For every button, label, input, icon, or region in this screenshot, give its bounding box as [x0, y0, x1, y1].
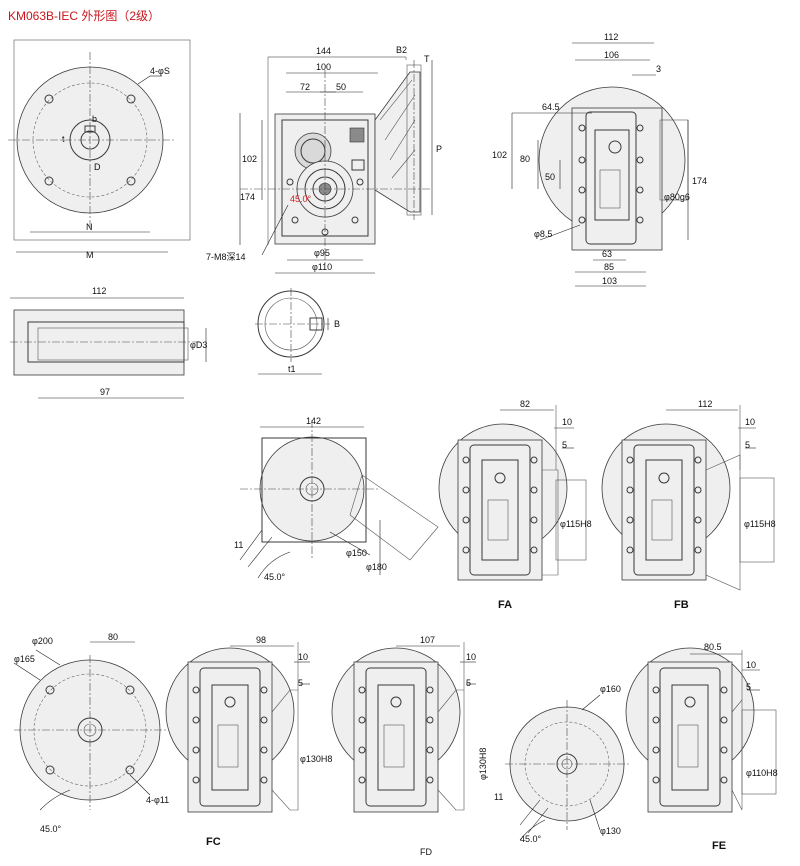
flange-dim-phi180: φ180 [366, 562, 387, 572]
fc-dim-10: 10 [298, 652, 308, 662]
fd-view: 107 10 5 φ130H8 FD [331, 635, 488, 857]
fc-plate-dim-phi165: φ165 [14, 654, 35, 664]
end-view: 112 106 3 64.5 102 80 50 174 φ80g6 φ8.5 … [492, 32, 707, 287]
fa-view: 82 10 5 φ115H8 FA [438, 399, 592, 611]
end-dim-85: 85 [604, 262, 614, 272]
fd-dim-107: 107 [420, 635, 435, 645]
fb-dim-5: 5 [745, 440, 750, 450]
side-dim-102: 102 [242, 154, 257, 164]
front-label-t: t [62, 134, 65, 144]
fe-plate-dim-phi160: φ160 [600, 684, 621, 694]
end-dim-3: 3 [656, 64, 661, 74]
fc-plate-angle-45: 45.0° [40, 824, 62, 834]
fc-view: 98 10 5 φ130H8 FC [165, 635, 332, 848]
side-dim-b2: B2 [396, 45, 407, 55]
fd-dim-5: 5 [466, 678, 471, 688]
fb-name: FB [674, 599, 689, 611]
end-dim-64-5: 64.5 [542, 102, 560, 112]
fa-dim-5: 5 [562, 440, 567, 450]
side-thread-label: 7-M8深14 [206, 252, 246, 262]
end-dim-112: 112 [604, 32, 618, 42]
shaft-dim-phid3: φD3 [190, 340, 207, 350]
drawing-title: KM063B-IEC 外形图（2级） [8, 9, 160, 23]
fc-plate-dim-80: 80 [108, 632, 118, 642]
side-dim-72: 72 [300, 82, 310, 92]
fe-dim-5: 5 [746, 682, 751, 692]
flange-dim-142: 142 [306, 416, 321, 426]
fb-view: 112 10 5 φ115H8 FB [601, 399, 776, 611]
flange-view: 142 11 φ150 45.0° φ180 [234, 416, 439, 582]
fe-plate-angle-45: 45.0° [520, 834, 542, 844]
front-label-d: D [94, 162, 101, 172]
fc-plate-view: φ200 80 φ165 4-φ11 45.0° [13, 632, 169, 834]
fd-dim-10: 10 [466, 652, 476, 662]
end-dim-phi80g6: φ80g6 [664, 192, 690, 202]
front-flange-view: 4-φS t b D N M [8, 39, 191, 260]
fe-dim-10: 10 [746, 660, 756, 670]
fe-name: FE [712, 840, 726, 852]
end-dim-50: 50 [545, 172, 555, 182]
fe-dim-80-5: 80.5 [704, 642, 722, 652]
side-view: 144 B2 T 100 72 50 102 174 P 45.0° 7-M8深… [206, 45, 442, 274]
fd-dim-phi130h8: φ130H8 [478, 748, 488, 780]
fc-dim-98: 98 [256, 635, 266, 645]
fe-view: 80.5 10 5 φ110H8 FE [625, 642, 778, 852]
fc-dim-phi130h8: φ130H8 [300, 754, 332, 764]
end-dim-106: 106 [604, 50, 619, 60]
fd-name: FD [420, 847, 432, 857]
fe-dim-phi110h8: φ110H8 [746, 768, 778, 778]
side-dim-174: 174 [240, 192, 255, 202]
end-dim-103: 103 [602, 276, 617, 286]
front-label-b: b [92, 114, 97, 124]
fc-name: FC [206, 836, 221, 848]
end-dim-102: 102 [492, 150, 507, 160]
fa-dim-82: 82 [520, 399, 530, 409]
side-dim-144: 144 [316, 46, 331, 56]
end-dim-80: 80 [520, 154, 530, 164]
front-label-holes: 4-φS [150, 66, 170, 76]
fc-plate-dim-phi200: φ200 [32, 636, 53, 646]
keyway-label-b: B [334, 319, 340, 329]
flange-angle-45: 45.0° [264, 572, 286, 582]
fa-dim-phi115h8: φ115H8 [560, 519, 592, 529]
side-dim-phi110: φ110 [312, 262, 332, 272]
side-dim-phi95: φ95 [314, 248, 330, 258]
end-dim-174: 174 [692, 176, 707, 186]
end-dim-phi8-5: φ8.5 [534, 229, 552, 239]
fe-plate-dim-phi130: φ130 [600, 826, 621, 836]
fc-plate-holes: 4-φ11 [146, 795, 169, 805]
side-dim-100: 100 [316, 62, 331, 72]
fa-name: FA [498, 599, 512, 611]
front-label-n: N [86, 222, 93, 232]
fb-dim-phi115h8: φ115H8 [744, 519, 776, 529]
side-angle-45: 45.0° [290, 194, 312, 204]
fb-dim-10: 10 [745, 417, 755, 427]
front-label-m: M [86, 250, 94, 260]
keyway-label-t1: t1 [288, 364, 296, 374]
shaft-dim-112: 112 [92, 286, 106, 296]
side-dim-p: P [436, 144, 442, 154]
fc-dim-5: 5 [298, 678, 303, 688]
fe-plate-dim-11: 11 [494, 792, 503, 802]
fb-dim-112: 112 [698, 399, 712, 409]
keyway-view: B t1 [255, 288, 340, 375]
flange-dim-11: 11 [234, 540, 243, 550]
end-dim-63: 63 [602, 249, 612, 259]
flange-dim-phi150: φ150 [346, 548, 367, 558]
shaft-dim-97: 97 [100, 387, 110, 397]
fe-plate-view: φ160 11 45.0° φ130 [494, 684, 630, 844]
side-dim-50: 50 [336, 82, 346, 92]
fa-dim-10: 10 [562, 417, 572, 427]
shaft-view: 112 φD3 97 [10, 286, 207, 399]
side-dim-t: T [424, 54, 430, 64]
